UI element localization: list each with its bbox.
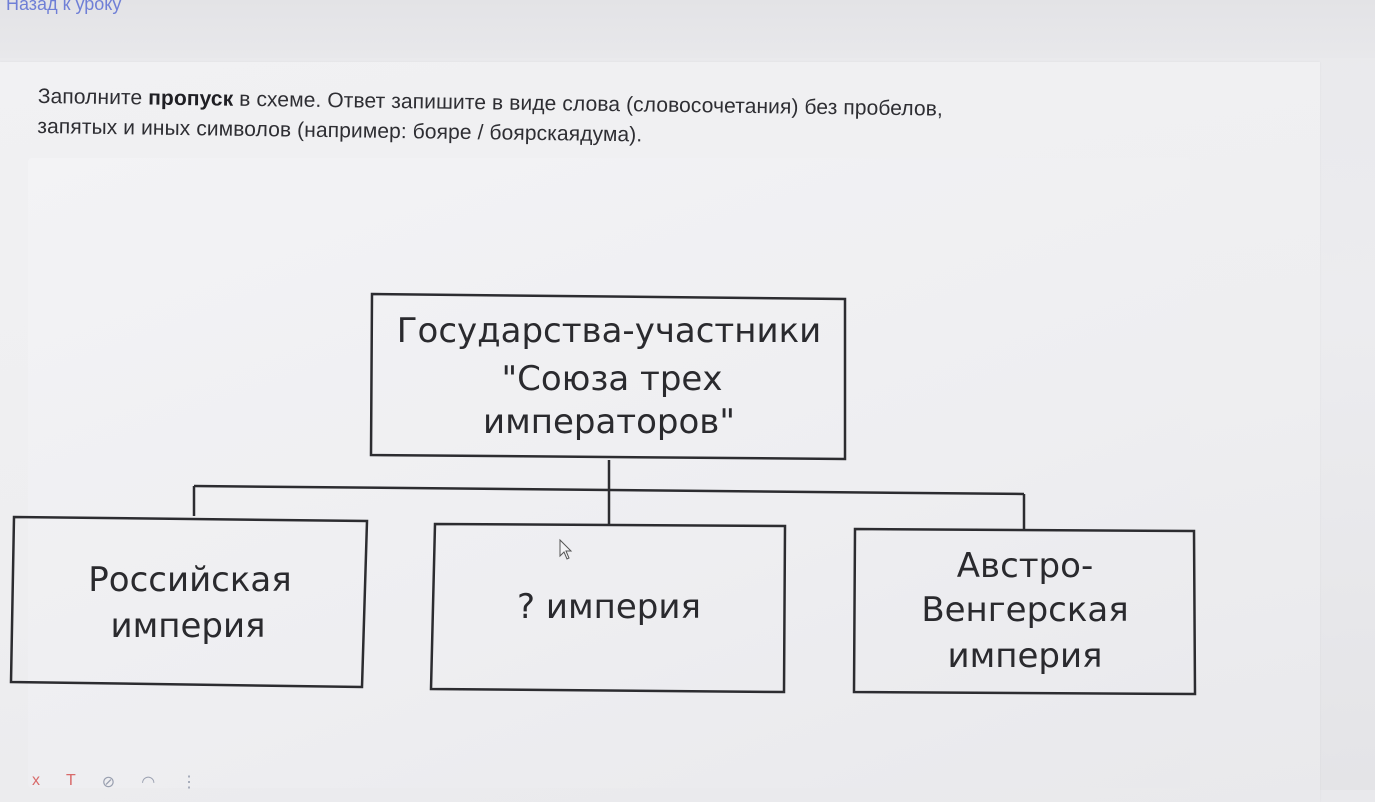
wifi-icon[interactable]: ◠: [141, 774, 156, 791]
x-icon[interactable]: x: [32, 772, 40, 789]
mouse-cursor-icon: [559, 538, 573, 560]
root-node-line-1: Государства-участники: [397, 311, 821, 351]
top-bar: Назад к уроку: [0, 0, 1375, 58]
link-icon[interactable]: ⊘: [101, 774, 116, 791]
text-icon[interactable]: T: [66, 772, 76, 789]
child-node-box-austria: [852, 527, 1197, 696]
child-node-box-missing: [429, 522, 787, 694]
child-node-box-russia: [9, 515, 369, 689]
root-node-box: [369, 292, 847, 461]
child-austria-line-2: Венгерская: [921, 590, 1128, 630]
child-russia-line-2: империя: [110, 606, 265, 646]
back-to-lesson-link[interactable]: Назад к уроку: [6, 0, 122, 14]
child-missing-line-1: ? империя: [517, 587, 701, 627]
child-austria-line-1: Австро-: [957, 546, 1093, 586]
child-russia-line-1: Российская: [88, 560, 291, 600]
more-icon[interactable]: ⋮: [181, 774, 198, 791]
bottom-toolbar: x T ⊘ ◠ ⋮: [32, 772, 198, 791]
connector-horizontal-bar: [193, 484, 1025, 496]
root-node-line-2: "Союза трех: [502, 359, 723, 399]
child-austria-line-3: империя: [947, 636, 1102, 676]
root-node-line-3: императоров": [483, 402, 735, 442]
